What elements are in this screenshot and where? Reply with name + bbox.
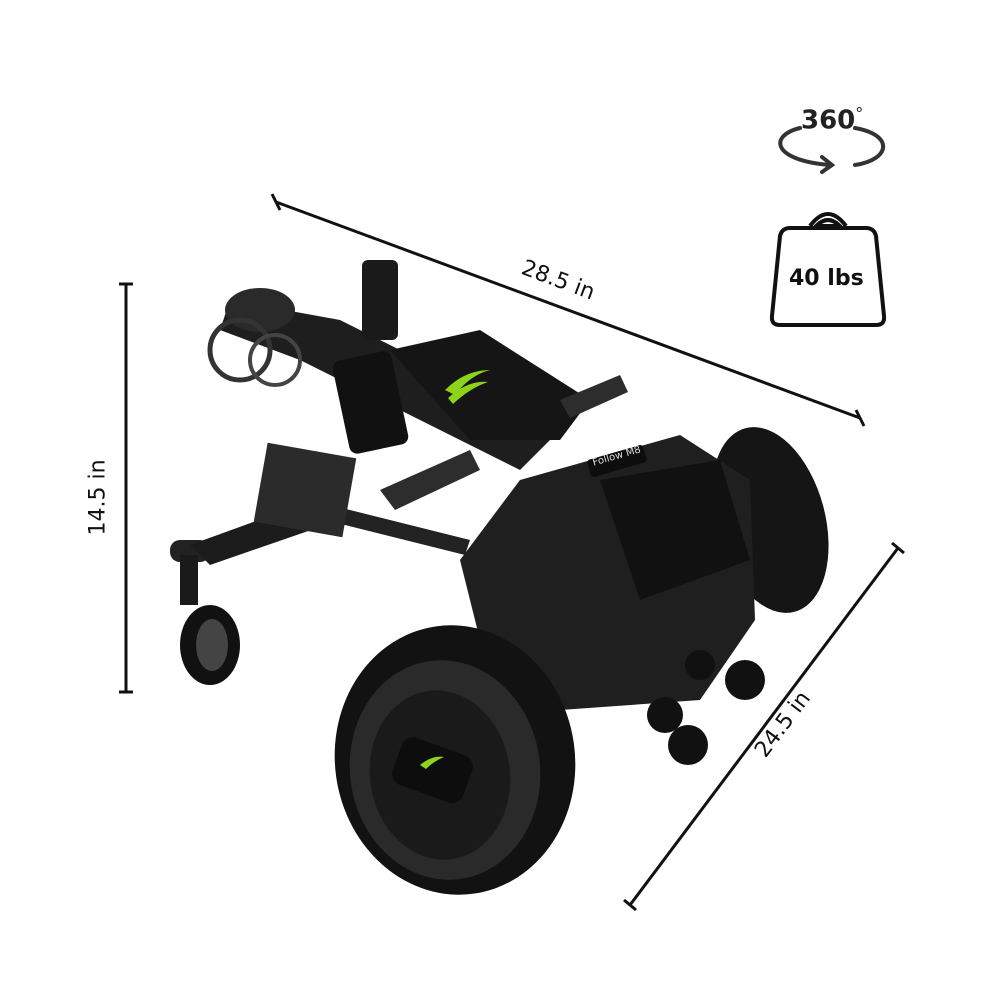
anti-tip-wheels xyxy=(647,650,765,765)
weight-bag-icon xyxy=(769,212,887,327)
model-label-plate xyxy=(587,445,647,477)
degree-sign: ° xyxy=(855,104,864,123)
rotation-value: 360° xyxy=(801,104,863,136)
dimension-lines xyxy=(119,193,905,912)
brand-logo-mark xyxy=(445,370,490,404)
rotate-360-icon xyxy=(778,126,886,174)
front-caster-wheel xyxy=(170,540,240,685)
rotation-number: 360 xyxy=(801,105,856,136)
caddy-product xyxy=(170,260,829,895)
weight-value: 40 lbs xyxy=(789,266,864,291)
length-dimension-line xyxy=(275,200,861,420)
width-dimension-line xyxy=(628,547,900,906)
height-label: 14.5 in xyxy=(85,459,111,536)
rear-wheel-left xyxy=(334,625,576,895)
